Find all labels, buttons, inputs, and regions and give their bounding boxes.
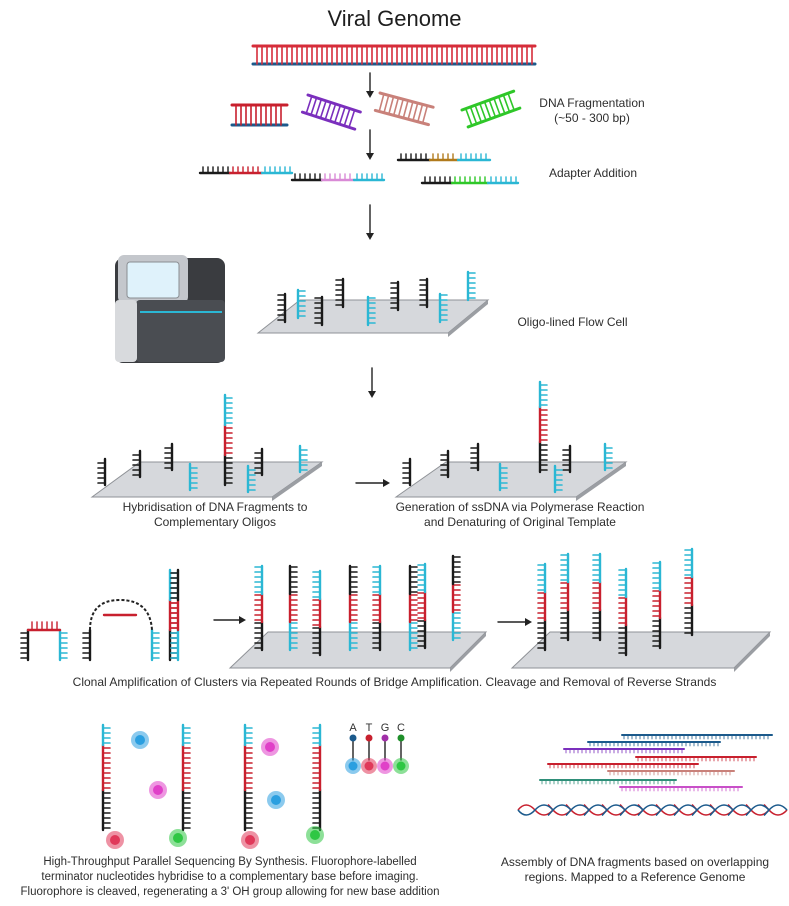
fragmentation-label: DNA Fragmentation (~50 - 300 bp) [522,96,662,126]
arrow-6 [213,616,246,624]
assembly-reads [539,734,773,792]
arrow-5 [355,479,390,487]
assembly-label-line-2: regions. Mapped to a Reference Genome [524,870,746,884]
arrow-1 [366,72,374,98]
arrow-7 [497,618,532,626]
adapter-label: Adapter Addition [548,166,638,180]
fluorophore-t-free-2 [241,831,259,849]
base-label-T: T [366,722,373,734]
sequencing-label-line-3: Fluorophore is cleaved, regenerating a 3… [20,886,440,898]
adapter-ligated-fragments [198,153,520,185]
sequencing-label: High-Throughput Parallel Sequencing By S… [0,855,460,900]
arrow-2 [366,129,374,160]
fluorophore-c-free-2 [306,826,324,844]
bridge-amplification-steps [20,568,180,662]
base-label-G: G [381,722,390,734]
hybridisation-label-line-2: Complementary Oligos [153,515,277,529]
hybridisation-label: Hybridisation of DNA Fragments to Comple… [90,500,340,530]
arrow-4 [368,367,376,398]
hybridisation-flow-cell [90,393,324,501]
fragmentation-label-line-2: (~50 - 300 bp) [554,111,630,125]
fluorophore-a [131,731,149,749]
flowcell-label: Oligo-lined Flow Cell [517,315,628,329]
assembly-label-line-1: Assembly of DNA fragments based on overl… [500,855,770,869]
sequencing-label-line-1: High-Throughput Parallel Sequencing By S… [43,856,417,868]
fluorophore-c-free [169,829,187,847]
fluorophore-a-free [267,791,285,809]
arrow-3 [366,204,374,240]
clonal-amplification-label: Clonal Amplification of Clusters via Rep… [72,675,717,689]
sequencing-label-line-2: terminator nucleotides hybridise to a co… [41,871,419,883]
ssdna-label-line-2: and Denaturing of Original Template [424,515,616,529]
sequencer-machine-icon [115,255,225,363]
base-label-A: A [349,722,357,734]
oligo-flow-cell-1 [256,270,490,337]
amplified-flow-cell [228,554,488,672]
fluorophore-g-free [149,781,167,799]
hybridisation-label-line-1: Hybridisation of DNA Fragments to [122,500,308,514]
cleaved-flow-cell [510,547,772,672]
assembly-label: Assembly of DNA fragments based on overl… [490,855,780,885]
base-label-C: C [397,722,405,734]
reference-genome-helix [517,804,788,816]
ssdna-label-line-1: Generation of ssDNA via Polymerase React… [395,500,645,514]
fragmentation-label-line-1: DNA Fragmentation [539,96,645,110]
ssdna-label: Generation of ssDNA via Polymerase React… [380,500,660,530]
fluorophore-t-free [106,831,124,849]
viral-genome-strand [251,44,537,66]
diagram-title: Viral Genome [327,6,462,31]
ssdna-flow-cell [394,380,628,501]
fluorophore-g [261,738,279,756]
dna-fragments [230,89,522,131]
